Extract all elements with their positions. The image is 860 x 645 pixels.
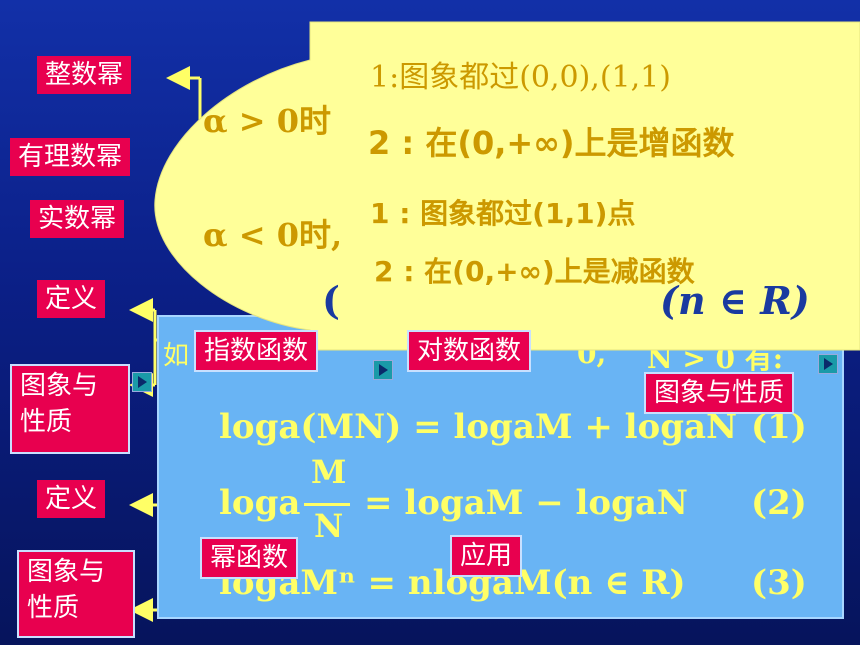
top-fragment-left: ( xyxy=(322,278,340,323)
exponential-function-box[interactable]: 指数函数 xyxy=(194,330,319,372)
panel-header-left: 如 xyxy=(163,341,190,371)
graph-properties-box-2[interactable]: 图象与 性质 xyxy=(17,550,135,638)
graph-properties-box-2-line1: 图象与 xyxy=(27,557,106,587)
formula-2-right: = logaM − logaN xyxy=(364,483,688,523)
graph-properties-right-box[interactable]: 图象与性质 xyxy=(644,372,795,414)
formula-2-fraction-top: M xyxy=(311,453,347,491)
bubble-cond-positive: α > 0时 xyxy=(203,102,331,140)
logarithmic-function-box[interactable]: 对数函数 xyxy=(407,330,532,372)
graph-properties-box-1-line1: 图象与 xyxy=(20,371,99,401)
graph-properties-box-1[interactable]: 图象与 性质 xyxy=(10,364,130,454)
formula-2-number: (2) xyxy=(751,483,807,523)
formula-2-fraction-bottom: N xyxy=(314,507,344,545)
definition-box-1[interactable]: 定义 xyxy=(37,280,106,318)
formula-3-number: (3) xyxy=(751,563,807,603)
application-box[interactable]: 应用 xyxy=(450,535,523,577)
top-fragment: (n ∈ R) xyxy=(660,278,810,323)
bubble-positive-2: 2 : 在(0,+∞)上是增函数 xyxy=(368,124,735,162)
power-function-box[interactable]: 幂函数 xyxy=(200,537,299,579)
formula-2-left: loga xyxy=(219,483,301,523)
real-power-box[interactable]: 实数幂 xyxy=(30,200,125,238)
bubble-positive-1: 1:图象都过(0,0),(1,1) xyxy=(370,60,671,95)
play-icon-right[interactable] xyxy=(818,354,838,374)
definition-box-2[interactable]: 定义 xyxy=(37,480,106,518)
bubble-cond-negative: α < 0时, xyxy=(203,216,343,254)
graph-properties-box-1-line2: 性质 xyxy=(20,407,73,437)
graph-properties-box-2-line2: 性质 xyxy=(27,593,80,623)
formula-2-fraction-bar xyxy=(304,503,350,506)
bubble-negative-1: 1 : 图象都过(1,1)点 xyxy=(370,197,636,230)
integer-power-box[interactable]: 整数幂 xyxy=(37,56,132,94)
bubble-negative-2: 2 : 在(0,+∞)上是减函数 xyxy=(374,255,695,288)
play-icon-left[interactable] xyxy=(132,372,152,392)
play-icon-center[interactable] xyxy=(373,360,393,380)
rational-power-box[interactable]: 有理数幂 xyxy=(10,138,131,176)
